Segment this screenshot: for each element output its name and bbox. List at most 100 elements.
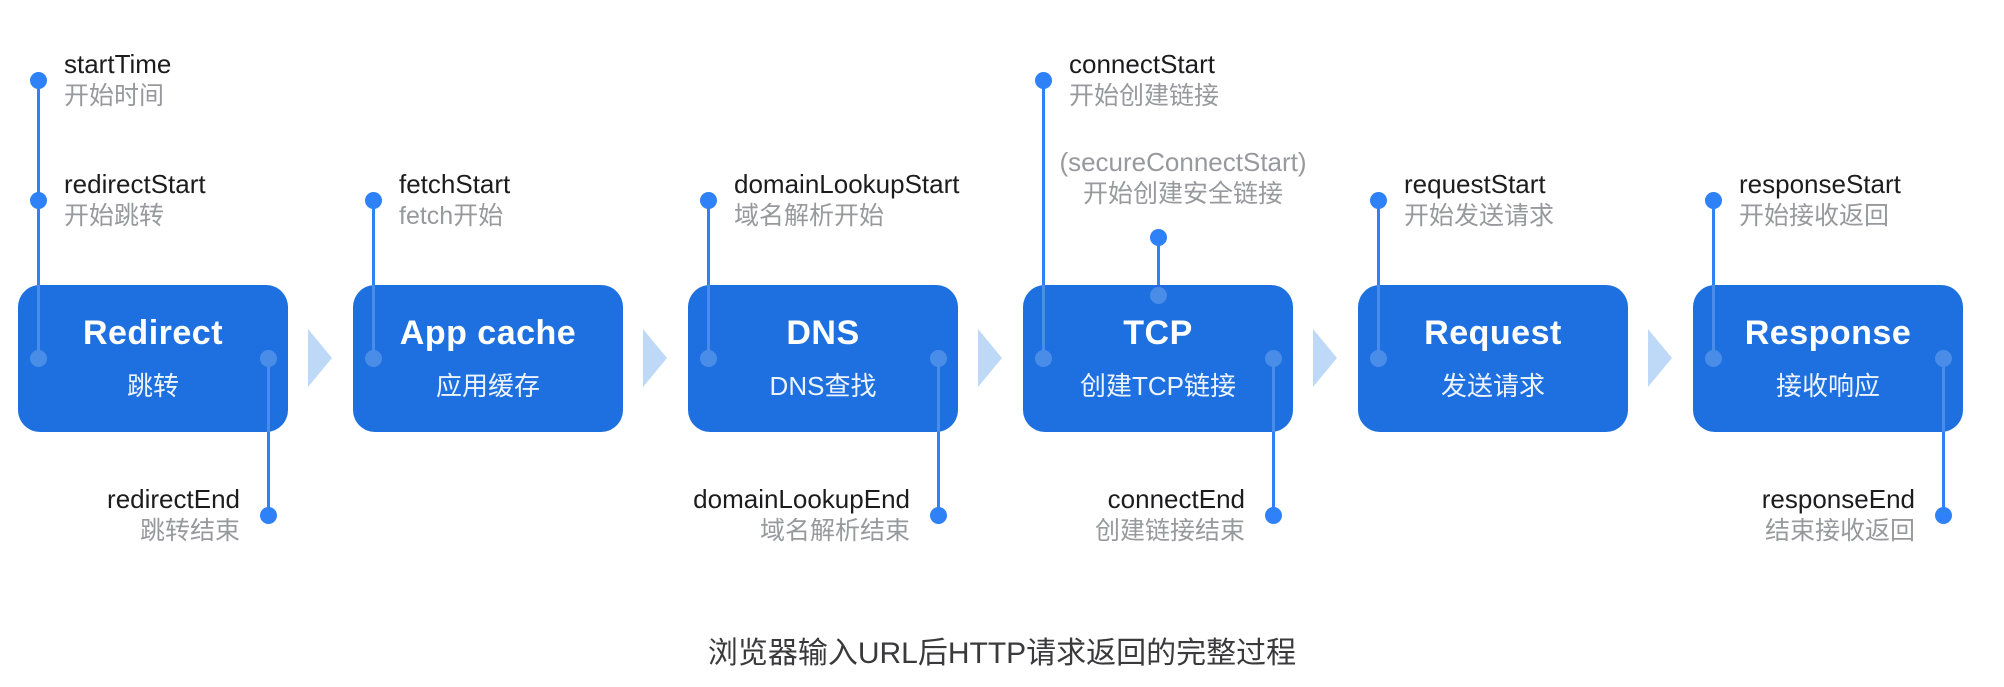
label-response-end-zh: 结束接收返回 xyxy=(1764,517,1915,545)
stage-box-request: Request 发送请求 xyxy=(1358,285,1628,432)
label-connect-start-en: connectStart xyxy=(1069,49,1215,79)
response-end-connector-line xyxy=(1941,432,1945,515)
redirect-box-start-dot xyxy=(29,349,47,367)
start-inner-line xyxy=(1041,285,1045,358)
stage-box-dns: DNS DNS查找 xyxy=(688,285,958,432)
tcp-box-end-dot xyxy=(1264,349,1282,367)
stage-box-response: Response 接收响应 xyxy=(1693,285,1963,432)
stage-subtitle: DNS查找 xyxy=(769,371,877,401)
secure-connect-start-dot xyxy=(1149,228,1167,246)
end-inner-line xyxy=(266,358,270,432)
label-secure-connect-start: (secureConnectStart) 开始创建安全链接 xyxy=(1033,146,1333,210)
arrow-right-icon xyxy=(1313,329,1337,387)
redirect-box-end-dot xyxy=(259,349,277,367)
domain-lookup-end-dot xyxy=(929,506,947,524)
redirect-start-dot xyxy=(29,191,47,209)
label-redirect-end-en: redirectEnd xyxy=(107,484,240,514)
start-time-connector-line xyxy=(36,80,40,285)
response-start-connector-line xyxy=(1711,200,1715,285)
stage-subtitle: 应用缓存 xyxy=(435,371,540,401)
label-redirect-end-zh: 跳转结束 xyxy=(139,517,240,545)
connect-end-dot xyxy=(1264,506,1282,524)
label-domain-lookup-end-en: domainLookupEnd xyxy=(693,484,910,514)
label-response-start: responseStart 开始接收返回 xyxy=(1739,168,1901,232)
request-box-start-dot xyxy=(1369,349,1387,367)
app-cache-box-start-dot xyxy=(364,349,382,367)
label-secure-connect-start-en: (secureConnectStart) xyxy=(1059,147,1307,177)
label-response-end-en: responseEnd xyxy=(1761,484,1915,514)
label-connect-end-en: connectEnd xyxy=(1107,484,1245,514)
arrow-right-icon xyxy=(1648,329,1672,387)
label-domain-lookup-start: domainLookupStart 域名解析开始 xyxy=(734,168,959,232)
domain-lookup-start-connector-line xyxy=(706,200,710,285)
connect-end-connector-line xyxy=(1271,432,1275,515)
request-start-dot xyxy=(1369,191,1387,209)
label-connect-end-zh: 创建链接结束 xyxy=(1094,517,1245,545)
response-box-end-dot xyxy=(1934,349,1952,367)
label-domain-lookup-start-en: domainLookupStart xyxy=(734,169,960,199)
dns-box-start-dot xyxy=(699,349,717,367)
label-redirect-start: redirectStart 开始跳转 xyxy=(64,168,206,232)
start-inner-line xyxy=(371,285,375,358)
connect-start-connector-line xyxy=(1041,80,1045,285)
label-redirect-start-zh: 开始跳转 xyxy=(64,202,165,230)
start-inner-line xyxy=(36,285,40,358)
label-start-time-en: startTime xyxy=(64,49,172,79)
arrow-right-icon xyxy=(978,329,1002,387)
connect-start-dot xyxy=(1034,71,1052,89)
label-fetch-start-zh: fetch开始 xyxy=(399,202,504,230)
arrow-right-icon xyxy=(308,329,332,387)
label-request-start: requestStart 开始发送请求 xyxy=(1404,168,1554,232)
start-time-dot xyxy=(29,71,47,89)
start-inner-line xyxy=(1711,285,1715,358)
label-redirect-end: redirectEnd 跳转结束 xyxy=(107,483,240,547)
stage-subtitle: 跳转 xyxy=(126,371,179,401)
redirect-end-dot xyxy=(259,506,277,524)
label-response-start-zh: 开始接收返回 xyxy=(1739,202,1890,230)
response-box-start-dot xyxy=(1704,349,1722,367)
label-response-end: responseEnd 结束接收返回 xyxy=(1762,483,1915,547)
stage-title: Request xyxy=(1424,314,1562,352)
secure-connect-box-edge-dot xyxy=(1149,286,1167,304)
request-start-connector-line xyxy=(1376,200,1380,285)
domain-lookup-end-connector-line xyxy=(936,432,940,515)
label-connect-start: connectStart 开始创建链接 xyxy=(1069,48,1219,112)
stage-subtitle: 接收响应 xyxy=(1775,371,1880,401)
label-start-time: startTime 开始时间 xyxy=(64,48,171,112)
stage-title: App cache xyxy=(399,314,577,352)
stage-box-app-cache: App cache 应用缓存 xyxy=(353,285,623,432)
label-start-time-zh: 开始时间 xyxy=(64,82,165,110)
domain-lookup-start-dot xyxy=(699,191,717,209)
stage-subtitle: 发送请求 xyxy=(1440,371,1545,401)
dns-box-end-dot xyxy=(929,349,947,367)
label-request-start-zh: 开始发送请求 xyxy=(1404,202,1555,230)
start-inner-line xyxy=(706,285,710,358)
arrow-right-icon xyxy=(643,329,667,387)
label-domain-lookup-end: domainLookupEnd 域名解析结束 xyxy=(693,483,910,547)
stage-title: TCP xyxy=(1123,314,1193,352)
end-inner-line xyxy=(1271,358,1275,432)
tcp-box-start-dot xyxy=(1034,349,1052,367)
response-end-dot xyxy=(1934,506,1952,524)
secure-connect-start-connector-line xyxy=(1156,237,1160,285)
end-inner-line xyxy=(936,358,940,432)
label-connect-start-zh: 开始创建链接 xyxy=(1069,82,1220,110)
label-domain-lookup-start-zh: 域名解析开始 xyxy=(734,202,885,230)
stage-box-tcp: TCP 创建TCP链接 xyxy=(1023,285,1293,432)
label-fetch-start-en: fetchStart xyxy=(399,169,511,199)
stage-subtitle: 创建TCP链接 xyxy=(1079,371,1236,401)
fetch-start-connector-line xyxy=(371,200,375,285)
label-secure-connect-start-zh: 开始创建安全链接 xyxy=(1082,180,1283,208)
label-redirect-start-en: redirectStart xyxy=(64,169,206,199)
stage-title: DNS xyxy=(786,314,860,352)
stage-title: Redirect xyxy=(82,314,224,352)
redirect-end-connector-line xyxy=(266,432,270,515)
diagram-caption: 浏览器输入URL后HTTP请求返回的完整过程 xyxy=(707,637,1297,670)
label-response-start-en: responseStart xyxy=(1739,169,1901,199)
stage-box-redirect: Redirect 跳转 xyxy=(18,285,288,432)
fetch-start-dot xyxy=(364,191,382,209)
label-request-start-en: requestStart xyxy=(1404,169,1546,199)
start-inner-line xyxy=(1376,285,1380,358)
label-connect-end: connectEnd 创建链接结束 xyxy=(1095,483,1245,547)
